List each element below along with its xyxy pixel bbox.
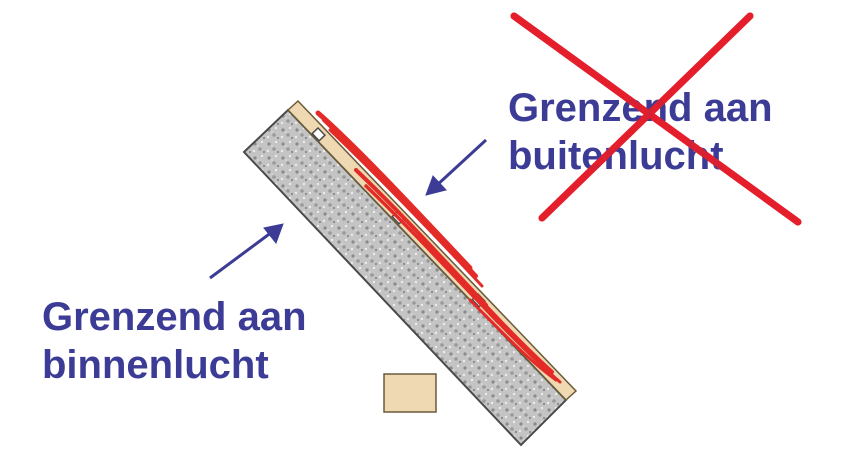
- label-outside-line1: Grenzend aan: [508, 86, 773, 130]
- support-beam: [383, 373, 437, 413]
- label-outside-air: Grenzend aan buitenlucht: [508, 84, 773, 180]
- arrow-outside: [425, 138, 488, 196]
- label-inside-line1: Grenzend aan: [42, 295, 307, 339]
- roof-tiles: [315, 110, 562, 384]
- label-inside-air: Grenzend aan binnenlucht: [42, 293, 307, 389]
- label-inside-line2: binnenlucht: [42, 343, 269, 387]
- label-outside-line2: buitenlucht: [508, 134, 724, 178]
- batten: [311, 126, 327, 142]
- arrow-inside: [209, 223, 284, 280]
